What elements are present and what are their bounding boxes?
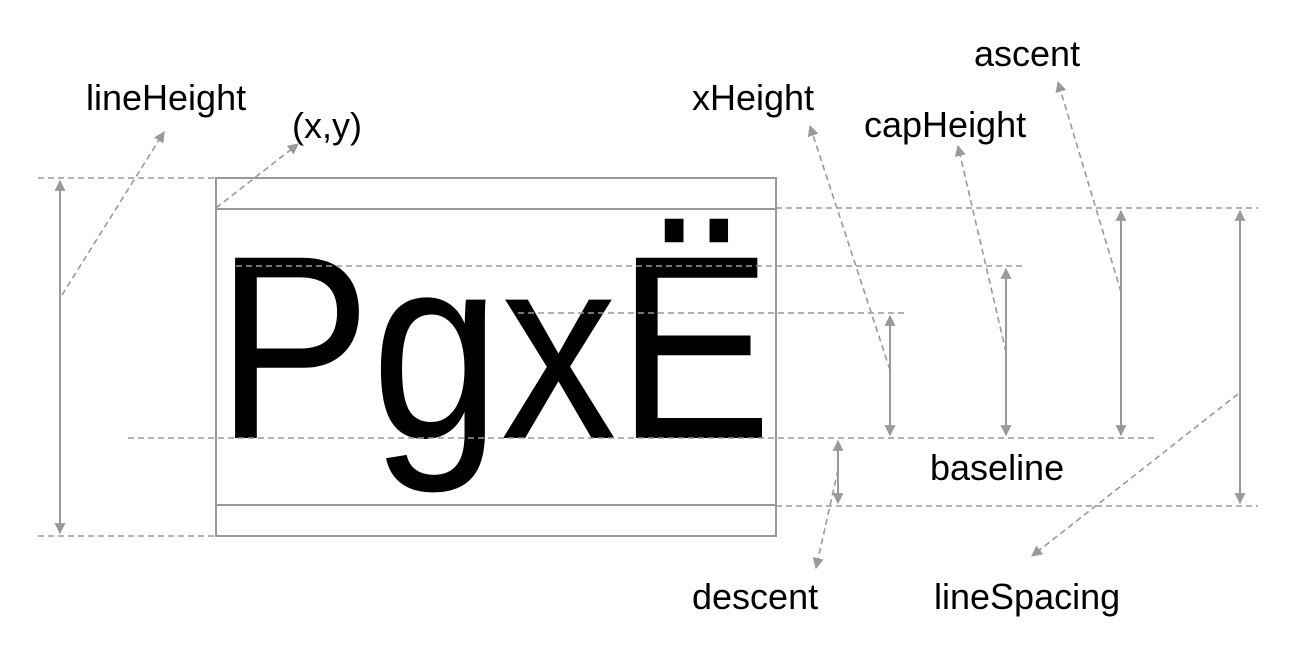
baseline-label: baseline <box>930 447 1064 488</box>
cap-height-leader <box>954 144 1007 353</box>
cap-height-label: capHeight <box>864 104 1026 145</box>
line-spacing-leader <box>1031 393 1239 557</box>
x-height-leader <box>807 124 891 371</box>
origin-label: (x,y) <box>292 105 362 146</box>
descent-label: descent <box>692 576 818 617</box>
line-height-leader <box>61 131 165 296</box>
line-height-label: lineHeight <box>86 77 246 118</box>
x-height-label: xHeight <box>692 77 814 118</box>
origin-leader <box>215 143 299 209</box>
line-spacing-label: lineSpacing <box>934 576 1120 617</box>
sample-glyphs: PgxË <box>216 201 772 495</box>
ascent-leader <box>1055 80 1122 293</box>
line-bounding-box <box>215 177 777 537</box>
ascent-label: ascent <box>974 33 1080 74</box>
descent-leader <box>812 469 839 570</box>
